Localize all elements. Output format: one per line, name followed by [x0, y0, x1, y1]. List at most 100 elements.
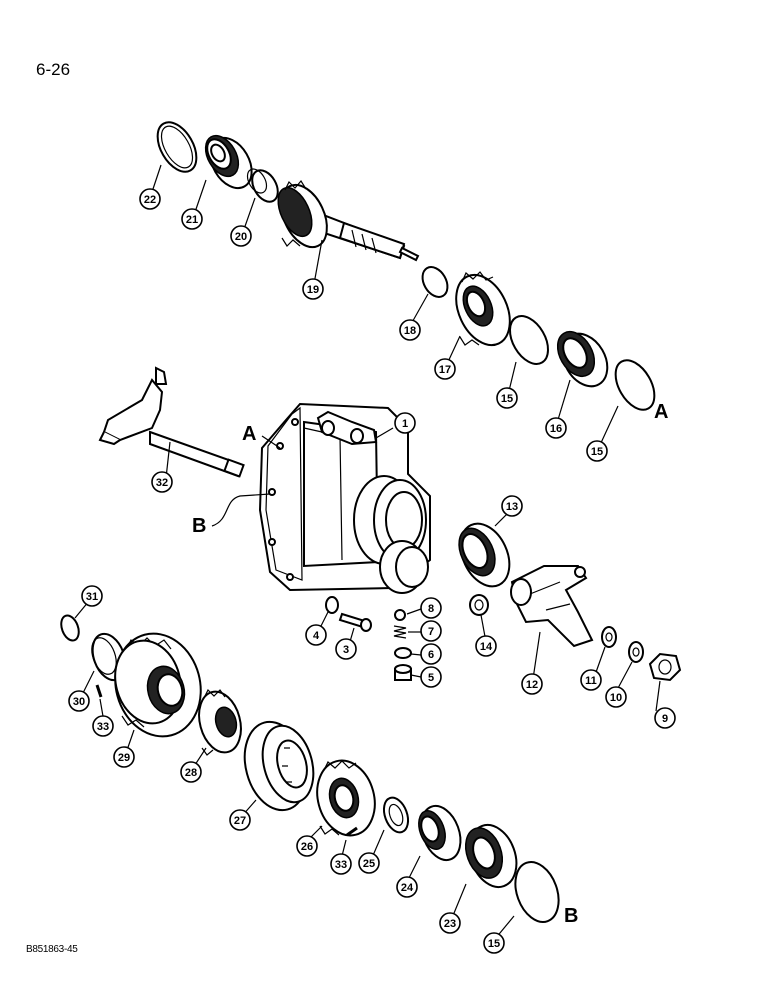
callout-circle: [434, 358, 456, 380]
callout-circle: [296, 835, 318, 857]
snap-ring-22: [156, 121, 198, 173]
callout-circle: [396, 876, 418, 898]
snap-ring-15-right: [614, 359, 656, 411]
pin-33-right: [346, 826, 358, 837]
ref-line-b: [211, 493, 271, 527]
collar-27: [243, 720, 315, 812]
callout-circle: [330, 853, 352, 875]
callout-circle: [521, 673, 543, 695]
ref-line-a: [261, 435, 281, 449]
callout-circle: [92, 715, 114, 737]
callout-number: 17: [439, 364, 451, 376]
callout-number: 1: [402, 418, 408, 430]
callout-circle: [305, 624, 327, 646]
callout-circle: [483, 932, 505, 954]
shift-fork-32: [98, 366, 245, 478]
callout-circle: [501, 495, 523, 517]
nut-14: [469, 594, 489, 616]
ref-letter-b-ring: B: [564, 905, 578, 927]
callout-circles: 1345678910111213141515161718192021222324…: [68, 188, 676, 954]
callout-circle: [420, 643, 442, 665]
detent-ball-8: [394, 609, 406, 621]
ref-letter-b-housing: B: [192, 515, 206, 537]
callout-circle: [113, 746, 135, 768]
callout-circle: [420, 666, 442, 688]
washer-10: [628, 641, 644, 663]
callout-number: 19: [307, 284, 319, 296]
oil-seal-13: [458, 522, 511, 588]
gear-26: [316, 759, 376, 837]
callout-circle: [302, 278, 324, 300]
callout-number: 12: [526, 679, 538, 691]
callout-number: 15: [488, 938, 500, 950]
washer-4: [325, 596, 339, 614]
callout-number: 10: [610, 692, 622, 704]
washer-6: [394, 647, 412, 659]
callout-number: 5: [428, 672, 434, 684]
callout-number: 31: [86, 591, 98, 603]
callout-circle: [580, 669, 602, 691]
callout-circle: [605, 686, 627, 708]
bearing-23: [464, 824, 518, 888]
cone-24: [418, 804, 462, 862]
callout-number: 25: [363, 858, 375, 870]
callout-circle: [181, 208, 203, 230]
callout-circle: [335, 638, 357, 660]
callout-number: 23: [444, 918, 456, 930]
figure-code: B851863-45: [26, 944, 78, 955]
callout-number: 6: [428, 649, 434, 661]
callout-number: 11: [585, 675, 597, 687]
callout-number: 30: [73, 696, 85, 708]
callout-number: 14: [480, 641, 493, 653]
callout-number: 21: [186, 214, 198, 226]
callout-circle: [180, 761, 202, 783]
bearing-16: [556, 330, 609, 388]
callout-circle: [394, 412, 416, 434]
callout-number: 26: [301, 841, 313, 853]
snap-ring-18: [421, 266, 449, 298]
bearing-21: [204, 134, 253, 190]
snap-ring-15-bottom: [514, 861, 560, 923]
callout-circle: [586, 440, 608, 462]
callout-circle: [496, 387, 518, 409]
snap-ring-31: [60, 614, 80, 642]
callout-number: 4: [313, 630, 320, 642]
washer-11: [601, 626, 617, 648]
callout-number: 13: [506, 501, 518, 513]
callout-number: 7: [428, 626, 434, 638]
housing-1: [258, 402, 431, 594]
callout-circle: [81, 585, 103, 607]
gear-28: [198, 688, 242, 756]
spring-7: [393, 625, 407, 639]
callout-number: 24: [401, 882, 414, 894]
callout-number: 33: [335, 859, 347, 871]
callout-number: 9: [662, 713, 668, 725]
callout-circle: [545, 417, 567, 439]
callout-circle: [230, 225, 252, 247]
ref-letter-a-ring: A: [654, 401, 668, 423]
callout-number: 28: [185, 767, 197, 779]
callout-number: 16: [550, 423, 562, 435]
callout-circle: [68, 690, 90, 712]
callout-number: 18: [404, 325, 416, 337]
callout-circle: [439, 912, 461, 934]
callout-number: 32: [156, 477, 168, 489]
callout-circle: [654, 707, 676, 729]
gear-29: [114, 632, 202, 738]
callout-circle: [229, 809, 251, 831]
yoke-12: [510, 565, 594, 648]
callout-number: 29: [118, 752, 130, 764]
callout-circle: [139, 188, 161, 210]
callout-circle: [420, 597, 442, 619]
page-number: 6-26: [36, 60, 71, 79]
callout-number: 15: [501, 393, 513, 405]
callout-circle: [399, 319, 421, 341]
bolt-3: [338, 612, 372, 632]
callout-number: 8: [428, 603, 434, 615]
callout-number: 27: [234, 815, 246, 827]
pin-33-left: [95, 684, 103, 698]
plug-5: [394, 664, 412, 681]
callout-circle: [420, 620, 442, 642]
cone-20: [246, 168, 279, 203]
